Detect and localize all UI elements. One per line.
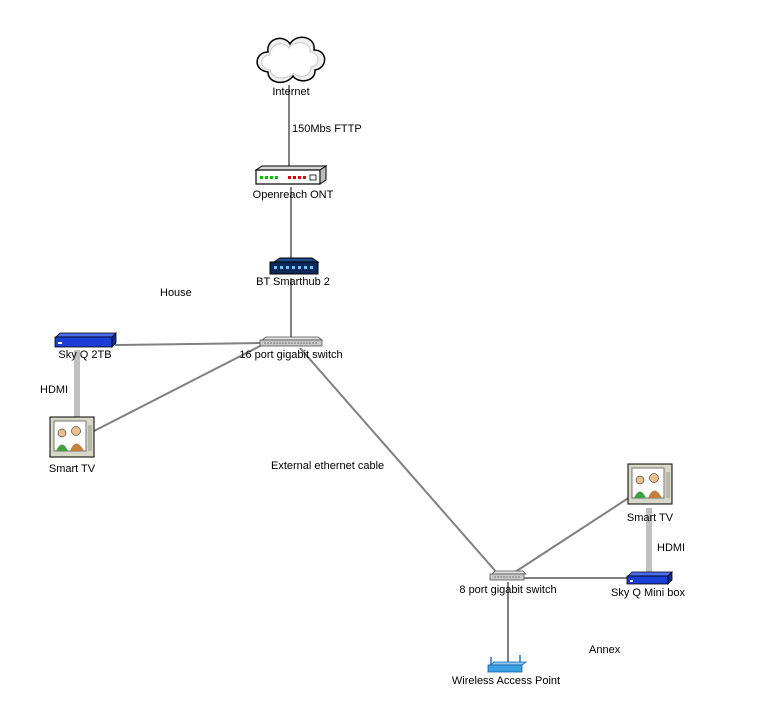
hub-node[interactable]: BT Smarthub 2 [256, 257, 330, 288]
link-switch16-switch8 [299, 347, 499, 575]
ont-node[interactable]: Openreach ONT [253, 165, 334, 201]
hdmi-label-annex: HDMI [657, 542, 685, 554]
ont-label: Openreach ONT [253, 189, 334, 201]
skyqmini-label: Sky Q Mini box [611, 587, 685, 599]
links [74, 85, 652, 662]
skyq-node[interactable]: Sky Q 2TB [54, 332, 117, 361]
switch8-node[interactable]: 8 port gigabit switch [459, 570, 557, 596]
set-top-box-icon [54, 332, 117, 348]
link-skyq-switch16 [114, 342, 261, 346]
tv-house-label: Smart TV [49, 463, 96, 475]
tv-house-node[interactable]: Smart TV [49, 416, 96, 475]
wap-label: Wireless Access Point [452, 675, 560, 687]
skyqmini-node[interactable]: Sky Q Mini box [611, 571, 685, 599]
cloud-icon [256, 36, 326, 84]
hub-label: BT Smarthub 2 [256, 276, 330, 288]
link-tv-switch16 [93, 344, 263, 432]
skyq-label: Sky Q 2TB [58, 349, 111, 361]
annex-zone-label: Annex [589, 644, 621, 656]
switch16-label: 16 port gigabit switch [239, 349, 342, 361]
switch-icon [489, 570, 527, 581]
tv-annex-label: Smart TV [627, 512, 674, 524]
tv-annex-node[interactable]: Smart TV [627, 463, 674, 524]
fttp-label: 150Mbs FTTP [292, 123, 362, 135]
router-icon [269, 257, 320, 275]
modem-icon [254, 165, 328, 185]
access-point-icon [487, 655, 528, 673]
internet-node[interactable]: Internet [256, 36, 326, 98]
wap-node[interactable]: Wireless Access Point [452, 655, 560, 687]
hdmi-label-house: HDMI [40, 384, 68, 396]
switch8-label: 8 port gigabit switch [459, 584, 556, 596]
tv-icon [49, 416, 95, 458]
house-zone-label: House [160, 287, 192, 299]
switch-icon [259, 336, 324, 347]
set-top-box-icon [626, 571, 673, 585]
switch16-node[interactable]: 16 port gigabit switch [239, 336, 343, 361]
internet-label: Internet [272, 86, 309, 98]
external-cable-label: External ethernet cable [271, 460, 384, 472]
tv-icon [627, 463, 673, 505]
link-switch8-tv-annex [511, 496, 631, 575]
